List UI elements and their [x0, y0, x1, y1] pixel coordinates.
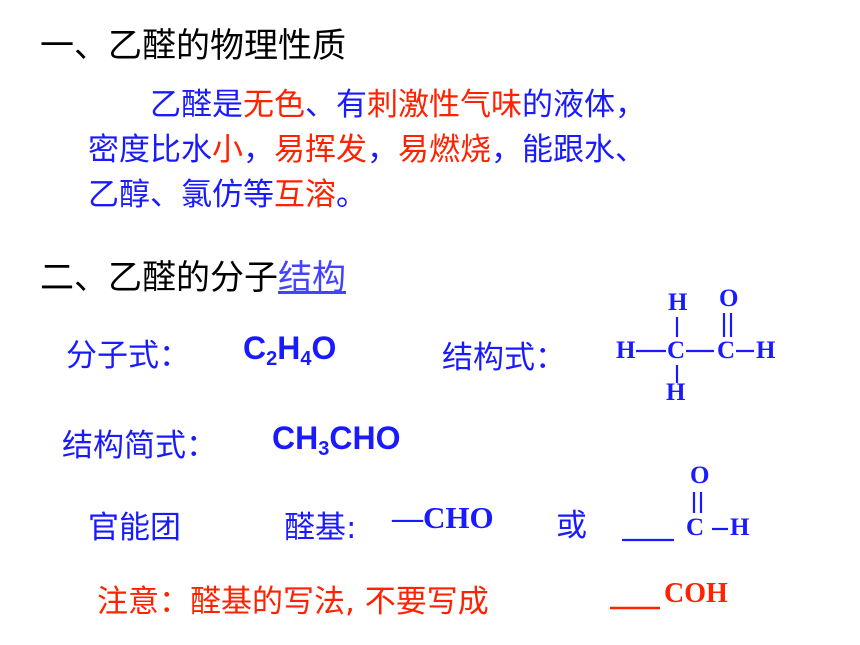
- text-run: ，: [367, 132, 398, 168]
- condensed-formula: CH3CHO: [272, 420, 400, 461]
- text-run: 乙醛是: [150, 87, 243, 123]
- wrong-formula: COH: [664, 578, 728, 609]
- sf-h-bottom: H: [666, 379, 686, 406]
- sf-bonds: [636, 313, 754, 383]
- text-run: 。: [336, 177, 367, 213]
- mf-c: C: [243, 330, 267, 366]
- mf-sub-2: 2: [266, 348, 278, 370]
- aldehyde-group-name: 醛基:: [284, 510, 357, 546]
- fg-dash: —: [392, 500, 423, 535]
- mf-o: O: [311, 330, 337, 366]
- molecular-formula: C2H4O: [243, 330, 336, 371]
- aldehyde-formula: —CHO: [392, 500, 494, 536]
- text-run: 易挥发: [274, 132, 367, 168]
- cf-ch: CH: [272, 420, 319, 456]
- cf-cho: CHO: [329, 420, 401, 456]
- text-run: 的液体，: [522, 87, 646, 123]
- note-text: 醛基的写法, 不要写成: [190, 584, 489, 620]
- sf-c1: C: [667, 337, 686, 364]
- mf-h: H: [277, 330, 301, 366]
- section2-title-text: 二、乙醛的分子: [40, 258, 278, 298]
- fg-c: C: [686, 514, 705, 541]
- sf-h-top: H: [668, 289, 688, 316]
- fg-bonds: [622, 492, 728, 542]
- fg-o: O: [690, 462, 710, 489]
- sf-c2: C: [717, 337, 736, 364]
- paragraph-line-2: 密度比水小，易挥发，易燃烧，能跟水、: [88, 128, 646, 173]
- text-run: 、有: [305, 87, 367, 123]
- functional-group-label: 官能团: [88, 510, 181, 546]
- wrong-formula-dash: [610, 595, 660, 610]
- text-run: 易燃烧: [398, 132, 491, 168]
- paragraph-line-1: 乙醛是无色、有刺激性气味的液体，: [150, 83, 646, 128]
- text-run: 乙醇、氯仿等: [88, 177, 274, 213]
- structural-formula-label: 结构式：: [442, 340, 566, 376]
- molecular-formula-label: 分子式：: [66, 338, 190, 374]
- condensed-formula-label: 结构简式：: [62, 428, 217, 464]
- text-run: 互溶: [274, 177, 336, 213]
- text-run: ，能跟水、: [491, 132, 646, 168]
- fg-cho: CHO: [423, 500, 494, 535]
- section2-title: 二、乙醛的分子结构: [40, 250, 346, 299]
- text-run: 无色: [243, 87, 305, 123]
- aldehyde-group-diagram: O C H: [618, 458, 768, 548]
- text-run: 刺激性气味: [367, 87, 522, 123]
- or-text: 或: [556, 508, 587, 544]
- note-line: 注意：醛基的写法, 不要写成: [97, 576, 489, 621]
- cf-sub-3: 3: [318, 438, 330, 460]
- mf-sub-4: 4: [300, 348, 312, 370]
- section1-title: 一、乙醛的物理性质: [40, 26, 346, 66]
- text-run: 小: [212, 132, 243, 168]
- wrong-dash-line: [610, 606, 660, 610]
- sf-h-left: H: [616, 337, 636, 364]
- paragraph-line-3: 乙醇、氯仿等互溶。: [88, 173, 367, 218]
- text-run: 密度比水: [88, 132, 212, 168]
- fg-h: H: [730, 514, 750, 541]
- text-run: ，: [243, 132, 274, 168]
- sf-o-top: O: [719, 285, 739, 312]
- structure-link[interactable]: 结构: [278, 258, 346, 298]
- note-label: 注意：: [97, 584, 190, 620]
- sf-h-right: H: [756, 337, 776, 364]
- structural-formula-diagram: H O H C C H H: [610, 285, 790, 410]
